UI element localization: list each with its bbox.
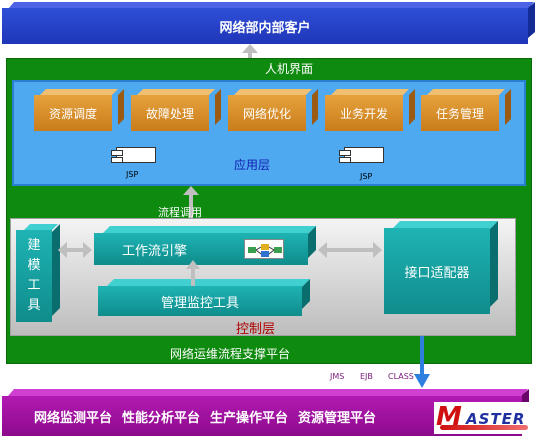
workflow-engine-top-face (102, 226, 316, 234)
platform-item: 性能分析平台 (122, 410, 201, 426)
management-monitor-tool: 管理监控工具 (98, 286, 302, 316)
interface-label: JMS (330, 372, 345, 381)
module-top-face (40, 89, 118, 95)
module-top-face (137, 89, 215, 95)
adapter-side-face (490, 221, 498, 307)
interface-adapter-label: 接口适配器 (404, 265, 470, 281)
ops-platform-label: 网络运维流程支撑平台 (170, 347, 291, 361)
logo-text: ASTER (466, 410, 526, 428)
modeling-tool-top-face (22, 224, 58, 232)
application-layer-label: 应用层 (234, 158, 271, 172)
logo-swoosh (440, 425, 528, 430)
bottom-bar-top-face (8, 389, 528, 396)
adapter-top-face (392, 221, 498, 229)
module-side-face (118, 89, 124, 125)
process-call-label: 流程调用 (158, 206, 202, 219)
module-fault-handling: 故障处理 (131, 95, 209, 131)
up-arrow (186, 260, 200, 286)
internal-customers-label: 网络部内部客户 (219, 20, 311, 36)
module-resource-scheduling: 资源调度 (34, 95, 112, 131)
monitor-tool-label: 管理监控工具 (160, 295, 239, 311)
module-task-management: 任务管理 (421, 95, 499, 131)
jsp-label: JSP (360, 172, 373, 181)
modeling-tool-char: 模 (27, 258, 41, 273)
workflow-engine-side-face (308, 226, 316, 258)
module-side-face (505, 89, 511, 125)
jsp-label: JSP (126, 170, 139, 179)
module-side-face (312, 89, 318, 125)
monitor-tool-side-face (302, 279, 310, 309)
module-side-face (215, 89, 221, 125)
monitor-tool-top-face (106, 279, 310, 287)
bidirectional-arrow-right (318, 242, 382, 258)
platform-item: 网络监测平台 (34, 410, 113, 426)
interface-label: EJB (360, 372, 373, 381)
interface-label: CLASS (388, 372, 414, 381)
hmi-label: 人机界面 (265, 62, 314, 76)
module-top-face (234, 89, 312, 95)
workflow-engine-label: 工作流引擎 (122, 243, 188, 259)
module-business-development: 业务开发 (325, 95, 403, 131)
platform-item: 生产操作平台 (210, 410, 289, 426)
module-network-optimization: 网络优化 (228, 95, 306, 131)
jsp-component-icon (339, 147, 384, 163)
jsp-component-icon (111, 147, 156, 163)
module-top-face (427, 89, 505, 95)
control-layer-label: 控制层 (236, 322, 276, 337)
top-bar-side-face (528, 2, 535, 38)
down-arrow (414, 336, 430, 388)
modeling-tool: 建 模 工 具 (16, 230, 52, 322)
module-label: 网络优化 (242, 106, 291, 121)
module-label: 故障处理 (145, 106, 194, 121)
modeling-tool-side-face (52, 224, 60, 316)
modeling-tool-char: 建 (27, 238, 41, 253)
internal-customers-bar: 网络部内部客户 (2, 8, 528, 44)
interface-adapter: 接口适配器 (384, 228, 490, 314)
modeling-tool-char: 工 (27, 278, 41, 293)
workflow-diagram-icon (244, 239, 284, 259)
platform-item: 资源管理平台 (298, 410, 377, 426)
module-top-face (331, 89, 409, 95)
module-side-face (409, 89, 415, 125)
module-label: 业务开发 (339, 106, 388, 121)
modeling-tool-char: 具 (27, 298, 41, 313)
module-label: 任务管理 (435, 106, 484, 121)
bidirectional-arrow-left (58, 242, 92, 258)
top-bar-top-face (8, 2, 534, 9)
module-label: 资源调度 (48, 106, 97, 121)
